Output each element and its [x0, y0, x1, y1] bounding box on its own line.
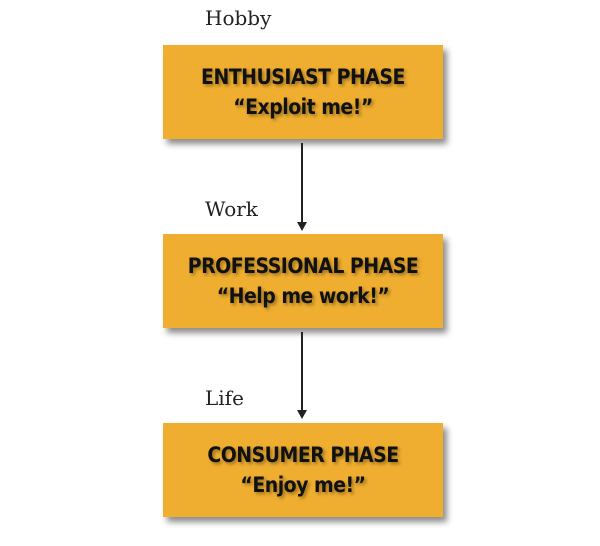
- phase-title: PROFESSIONAL PHASE: [187, 254, 419, 278]
- professional-phase-box: PROFESSIONAL PHASE “Help me work!”: [163, 234, 443, 328]
- enthusiast-phase-box: ENTHUSIAST PHASE “Exploit me!”: [163, 45, 443, 139]
- phase-quote: “Help me work!”: [216, 284, 390, 308]
- phase-title: ENTHUSIAST PHASE: [201, 65, 405, 89]
- arrow-2: [297, 332, 307, 419]
- phase-quote: “Enjoy me!”: [240, 473, 366, 497]
- phase-title: CONSUMER PHASE: [207, 443, 399, 467]
- label-life: Life: [205, 386, 244, 410]
- phase-quote: “Exploit me!”: [233, 95, 373, 119]
- arrow-1: [297, 143, 307, 231]
- label-work: Work: [205, 197, 258, 221]
- consumer-phase-box: CONSUMER PHASE “Enjoy me!”: [163, 423, 443, 517]
- label-hobby: Hobby: [205, 6, 272, 30]
